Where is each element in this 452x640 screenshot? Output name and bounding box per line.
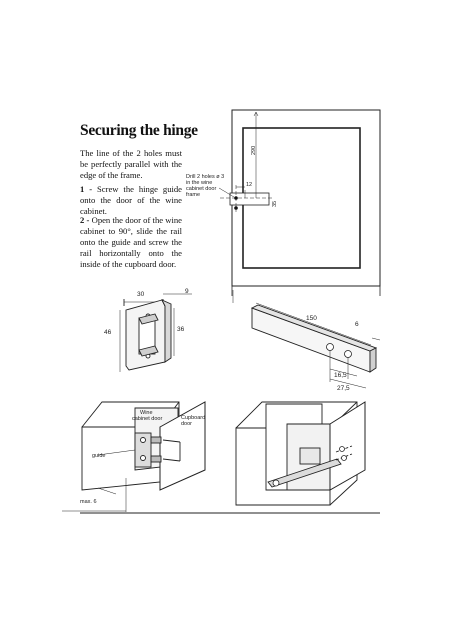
screw-icon-3 — [272, 479, 280, 487]
label-wine-cabinet-2: cabinet door — [132, 416, 162, 422]
step-2-paragraph: 2 - Open the door of the wine cabinet to… — [80, 215, 182, 270]
step-2-text: Open the door of the wine cabinet to 90°… — [80, 215, 182, 269]
screw-icon-2 — [341, 455, 347, 461]
screw-icon-1 — [339, 446, 345, 452]
dim-16-5: 16,5 — [334, 372, 347, 379]
dim-35: 35 — [272, 201, 278, 207]
step-1-number: 1 - — [80, 184, 93, 194]
dim-36: 36 — [177, 326, 185, 333]
drill-hole-1 — [234, 196, 238, 200]
step-1-text: Screw the hinge guide onto the door of t… — [80, 184, 182, 216]
label-max-6: max. 6 — [80, 499, 97, 505]
section-title: Securing the hinge — [80, 122, 198, 139]
frame-drilling-figure — [220, 109, 381, 296]
label-cupboard-2: door — [181, 421, 192, 427]
label-cupboard-1: Cupboard — [181, 415, 205, 421]
rail-figure — [232, 290, 381, 389]
dim-290: 290 — [251, 146, 257, 155]
dim-30: 30 — [137, 291, 145, 298]
dim-150: 150 — [306, 315, 317, 322]
hinge-guide-figure — [119, 293, 192, 372]
drill-label-line3: cabinet door — [186, 186, 216, 192]
intro-paragraph: The line of the 2 holes must be perfectl… — [80, 148, 182, 180]
door-assembly-figure — [62, 401, 206, 512]
dim-46: 46 — [104, 329, 112, 336]
dim-27-5: 27,5 — [337, 385, 350, 392]
rail-hole-1 — [326, 343, 334, 351]
label-guide: guide — [92, 453, 105, 459]
dim-6: 6 — [355, 321, 359, 328]
label-wine-cabinet-1: Wine — [140, 410, 153, 416]
step-1-paragraph: 1 - Screw the hinge guide onto the door … — [80, 184, 182, 217]
drill-label-line1: Drill 2 holes ø 3 — [186, 174, 224, 180]
drill-label-line4: frame — [186, 192, 200, 198]
dim-9: 9 — [185, 288, 189, 295]
drill-hole-2 — [234, 206, 238, 210]
hinge-guide-plate — [229, 192, 270, 206]
drill-label-line2: in the wine — [186, 180, 212, 186]
step-2-number: 2 - — [80, 215, 90, 225]
cabinet-installed-figure — [235, 401, 366, 506]
dim-12: 12 — [246, 182, 252, 188]
rail-hole-2 — [344, 350, 352, 358]
